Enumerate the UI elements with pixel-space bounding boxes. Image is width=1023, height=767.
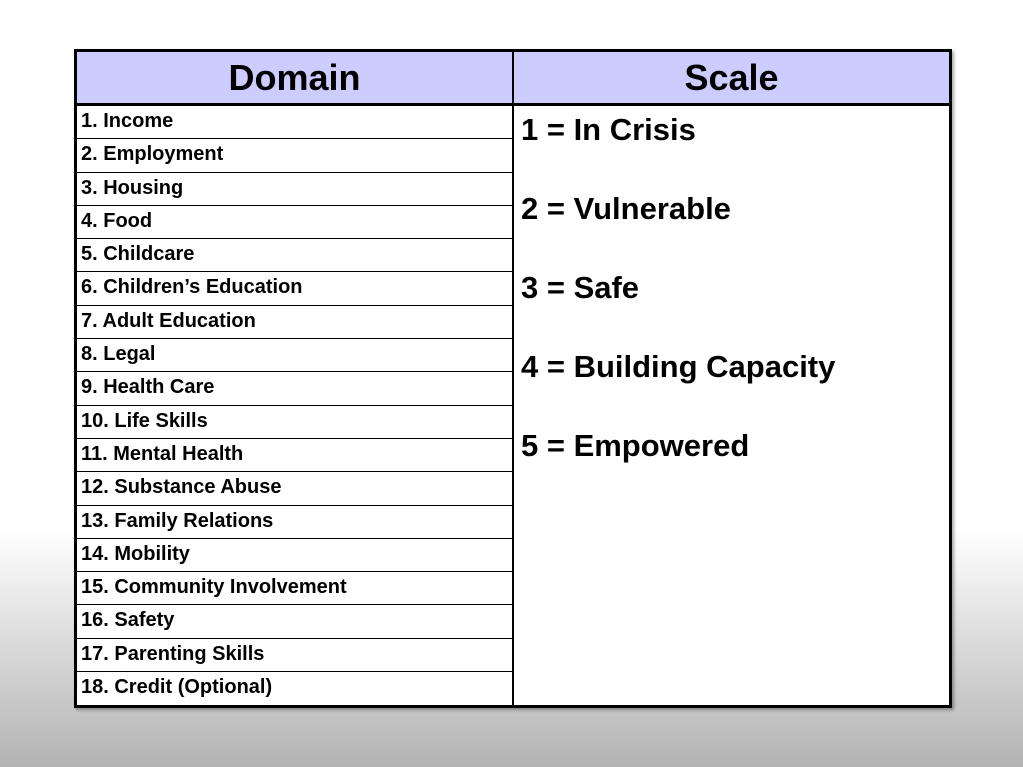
domain-row-adult-education: 7. Adult Education (77, 306, 512, 340)
domain-row-childrens-education: 6. Children’s Education (77, 272, 512, 306)
domain-row-community-involvement: 15. Community Involvement (77, 572, 512, 606)
domain-row-credit: 18. Credit (Optional) (81, 676, 273, 699)
domain-row-health-care: 9. Health Care (77, 372, 512, 406)
scale-item-in-crisis: 1 = In Crisis (521, 112, 696, 147)
scale-item-vulnerable: 2 = Vulnerable (521, 191, 731, 226)
table-header-row: Domain Scale (77, 52, 949, 106)
scale-item-empowered: 5 = Empowered (521, 428, 750, 463)
scale-item-safe: 3 = Safe (521, 270, 640, 305)
domain-row-life-skills: 10. Life Skills (77, 406, 512, 439)
domain-scale-table: Domain Scale 1. Income 2. Employment 3. … (74, 49, 952, 708)
domain-row-substance-abuse: 12. Substance Abuse (77, 472, 512, 506)
domain-row-legal: 8. Legal (77, 339, 512, 373)
header-domain: Domain (77, 52, 514, 103)
domain-row-employment: 2. Employment (77, 139, 512, 173)
domain-row-family-relations: 13. Family Relations (77, 506, 512, 539)
domain-row-mobility: 14. Mobility (77, 539, 512, 573)
domain-row-childcare: 5. Childcare (77, 239, 512, 273)
domain-row-mental-health: 11. Mental Health (77, 439, 512, 473)
domain-row-safety: 16. Safety (77, 605, 512, 639)
domain-row-food: 4. Food (77, 206, 512, 240)
domain-row-parenting-skills: 17. Parenting Skills (77, 639, 512, 673)
header-scale: Scale (684, 56, 779, 98)
scale-item-building-capacity: 4 = Building Capacity (521, 349, 836, 384)
domain-row-housing: 3. Housing (77, 173, 512, 206)
domain-row-income: 1. Income (77, 106, 512, 140)
domain-column: 1. Income 2. Employment 3. Housing 4. Fo… (77, 106, 514, 705)
scale-column: 1 = In Crisis 2 = Vulnerable 3 = Safe 4 … (514, 106, 949, 705)
